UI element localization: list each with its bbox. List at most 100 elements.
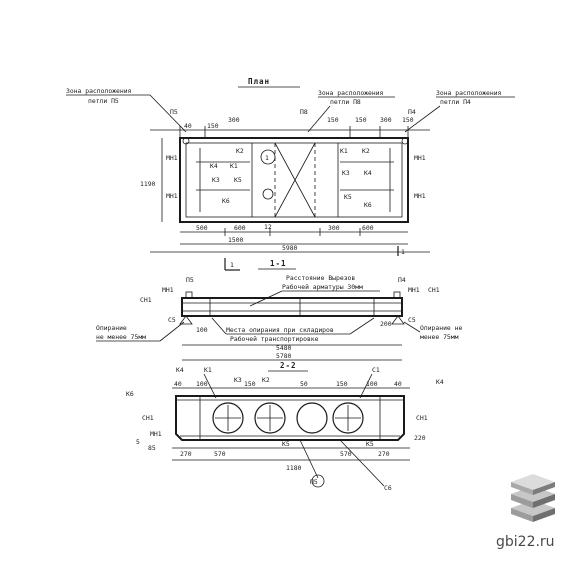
plan-mark-19: П8 xyxy=(300,108,308,116)
plan-zone-mid-line1: Зона расположения xyxy=(318,89,384,97)
plan-view: План Зона расположения петли П5 Зона рас… xyxy=(66,77,515,271)
section-1-1-mark-1: МН1 xyxy=(162,286,174,294)
plan-mark-7: К1 xyxy=(340,147,348,155)
section-2-2-mark-7: СН1 xyxy=(416,414,428,422)
plan-dim-top-7: 150 xyxy=(402,116,414,124)
section-2-2-mark-4: К2 xyxy=(262,376,270,384)
plan-mark-18: П4 xyxy=(408,108,416,116)
plan-title: План xyxy=(248,77,270,86)
plan-mark-10: К4 xyxy=(364,169,372,177)
section-1-1-dim-1: 100 xyxy=(196,326,208,334)
plan-mark-9: К3 xyxy=(342,169,350,177)
plan-mark-8: К2 xyxy=(362,147,370,155)
plan-mark-6: К6 xyxy=(222,197,230,205)
section-2-2: 2-2 40 100 150 50 150 100 40 К4 К1 К3 К2… xyxy=(126,361,444,492)
section-1-1-mark-2: МН1 xyxy=(408,286,420,294)
plan-mark-17: П5 xyxy=(170,108,178,116)
section-2-2-dim-top-4: 50 xyxy=(300,380,308,388)
plan-ref-1: 1 xyxy=(230,261,234,269)
plan-dim-top-2: 150 xyxy=(207,122,219,130)
section-2-2-dim-top-3: 150 xyxy=(244,380,256,388)
section-2-2-dim-bottom-6: 5 xyxy=(136,438,140,446)
section-1-1-note-top-2: Рабочей арматуры 30мм xyxy=(282,283,363,291)
plan-mark-4: К3 xyxy=(212,176,220,184)
section-1-1-note-bottom-2: Рабочей транспортировке xyxy=(230,335,319,343)
section-1-1-right-support-2: менее 75мм xyxy=(420,333,459,341)
plan-zone-left-line2: петли П5 xyxy=(88,97,119,105)
plan-zone-right-line1: Зона расположения xyxy=(436,89,502,97)
section-2-2-dim-top-2: 100 xyxy=(196,380,208,388)
plan-zone-left-line1: Зона расположения xyxy=(66,87,132,95)
plan-zone-right-line2: петли П4 xyxy=(440,98,471,106)
plan-mark-21: 1 xyxy=(265,154,269,162)
section-1-1-mark-6: С5 xyxy=(408,316,416,324)
plan-mark-2: К4 xyxy=(210,162,218,170)
plan-ref-2: 1 xyxy=(401,248,405,256)
section-2-2-mark-14: 220 xyxy=(414,434,426,442)
plan-dim-1500: 1500 xyxy=(228,236,244,244)
plan-dim-bottom-3: 300 xyxy=(328,224,340,232)
section-1-1-left-support-2: не менее 75мм xyxy=(96,333,146,341)
site-url: gbi22.ru xyxy=(496,534,555,550)
section-1-1-dim-3: 5780 xyxy=(276,352,292,360)
section-1-1-note-bottom-1: Места опирания при складиров xyxy=(226,326,334,334)
plan-dim-top-4: 150 xyxy=(327,116,339,124)
plan-dim-bottom-4: 600 xyxy=(362,224,374,232)
plan-dim-top-5: 150 xyxy=(355,116,367,124)
section-2-2-dim-bottom-1: 270 xyxy=(180,450,192,458)
section-2-2-mark-5: С1 xyxy=(372,366,380,374)
plan-mark-13: МН1 xyxy=(166,154,178,162)
section-2-2-title: 2-2 xyxy=(280,361,297,370)
section-2-2-dim-top-6: 100 xyxy=(366,380,378,388)
plan-dim-top-6: 300 xyxy=(380,116,392,124)
section-2-2-mark-2: К1 xyxy=(204,366,212,374)
section-2-2-dim-bottom-4: 570 xyxy=(340,450,352,458)
plan-dim-top-1: 40 xyxy=(184,122,192,130)
section-2-2-mark-8: К6 xyxy=(126,390,134,398)
section-2-2-dim-top-1: 40 xyxy=(174,380,182,388)
plan-dim-total: 5980 xyxy=(282,244,298,252)
section-2-2-mark-13: К5 xyxy=(366,440,374,448)
section-1-1-mark-7: П5 xyxy=(186,276,194,284)
section-1-1-mark-3: СН1 xyxy=(140,296,152,304)
plan-height-dim: 1190 xyxy=(140,180,156,188)
plan-mark-3: К1 xyxy=(230,162,238,170)
logo-slab-top xyxy=(511,474,555,495)
section-1-1-mark-5: С5 xyxy=(168,316,176,324)
plan-mark-20: 12 xyxy=(264,223,272,231)
section-1-1-mark-8: П4 xyxy=(398,276,406,284)
section-2-2-mark-12: С6 xyxy=(384,484,392,492)
plan-mark-15: МН1 xyxy=(414,154,426,162)
section-2-2-mark-6: СН1 xyxy=(142,414,154,422)
section-1-1-mark-4: СН1 xyxy=(428,286,440,294)
plan-zone-mid-line2: петли П8 xyxy=(330,98,361,106)
section-1-1: 1-1 Расстояние Вырезов Рабочей арматуры … xyxy=(96,259,462,361)
section-1-1-dim-2: 5480 xyxy=(276,344,292,352)
section-2-2-dim-top-5: 150 xyxy=(336,380,348,388)
plan-mark-14: МН1 xyxy=(166,192,178,200)
section-2-2-mark-1: К4 xyxy=(176,366,184,374)
plan-dim-bottom-1: 500 xyxy=(196,224,208,232)
plan-mark-12: К6 xyxy=(364,201,372,209)
section-2-2-dim-bottom-7: 85 xyxy=(148,444,156,452)
section-2-2-dim-bottom-2: 570 xyxy=(214,450,226,458)
section-2-2-mark-3: К3 xyxy=(234,376,242,384)
plan-mark-5: К5 xyxy=(234,176,242,184)
section-2-2-dim-bottom-5: 270 xyxy=(378,450,390,458)
section-1-1-right-support-1: Опирание не xyxy=(420,324,462,332)
section-1-1-dim-4: 200 xyxy=(380,320,392,328)
plan-dim-bottom-2: 600 xyxy=(234,224,246,232)
section-2-2-mark-15: П5 xyxy=(310,478,318,486)
section-2-2-mark-11: К5 xyxy=(282,440,290,448)
section-1-1-left-support-1: Опирание xyxy=(96,324,127,332)
plan-mark-16: МН1 xyxy=(414,192,426,200)
section-2-2-mark-9: К4 xyxy=(436,378,444,386)
plan-mark-11: К5 xyxy=(344,193,352,201)
section-2-2-mark-10: МН1 xyxy=(150,430,162,438)
section-1-1-title: 1-1 xyxy=(270,259,287,268)
plan-dim-top-3: 300 xyxy=(228,116,240,124)
section-1-1-note-top-1: Расстояние Вырезов xyxy=(286,274,355,282)
plan-mark-1: К2 xyxy=(236,147,244,155)
section-2-2-dim-bottom-3: 1180 xyxy=(286,464,302,472)
